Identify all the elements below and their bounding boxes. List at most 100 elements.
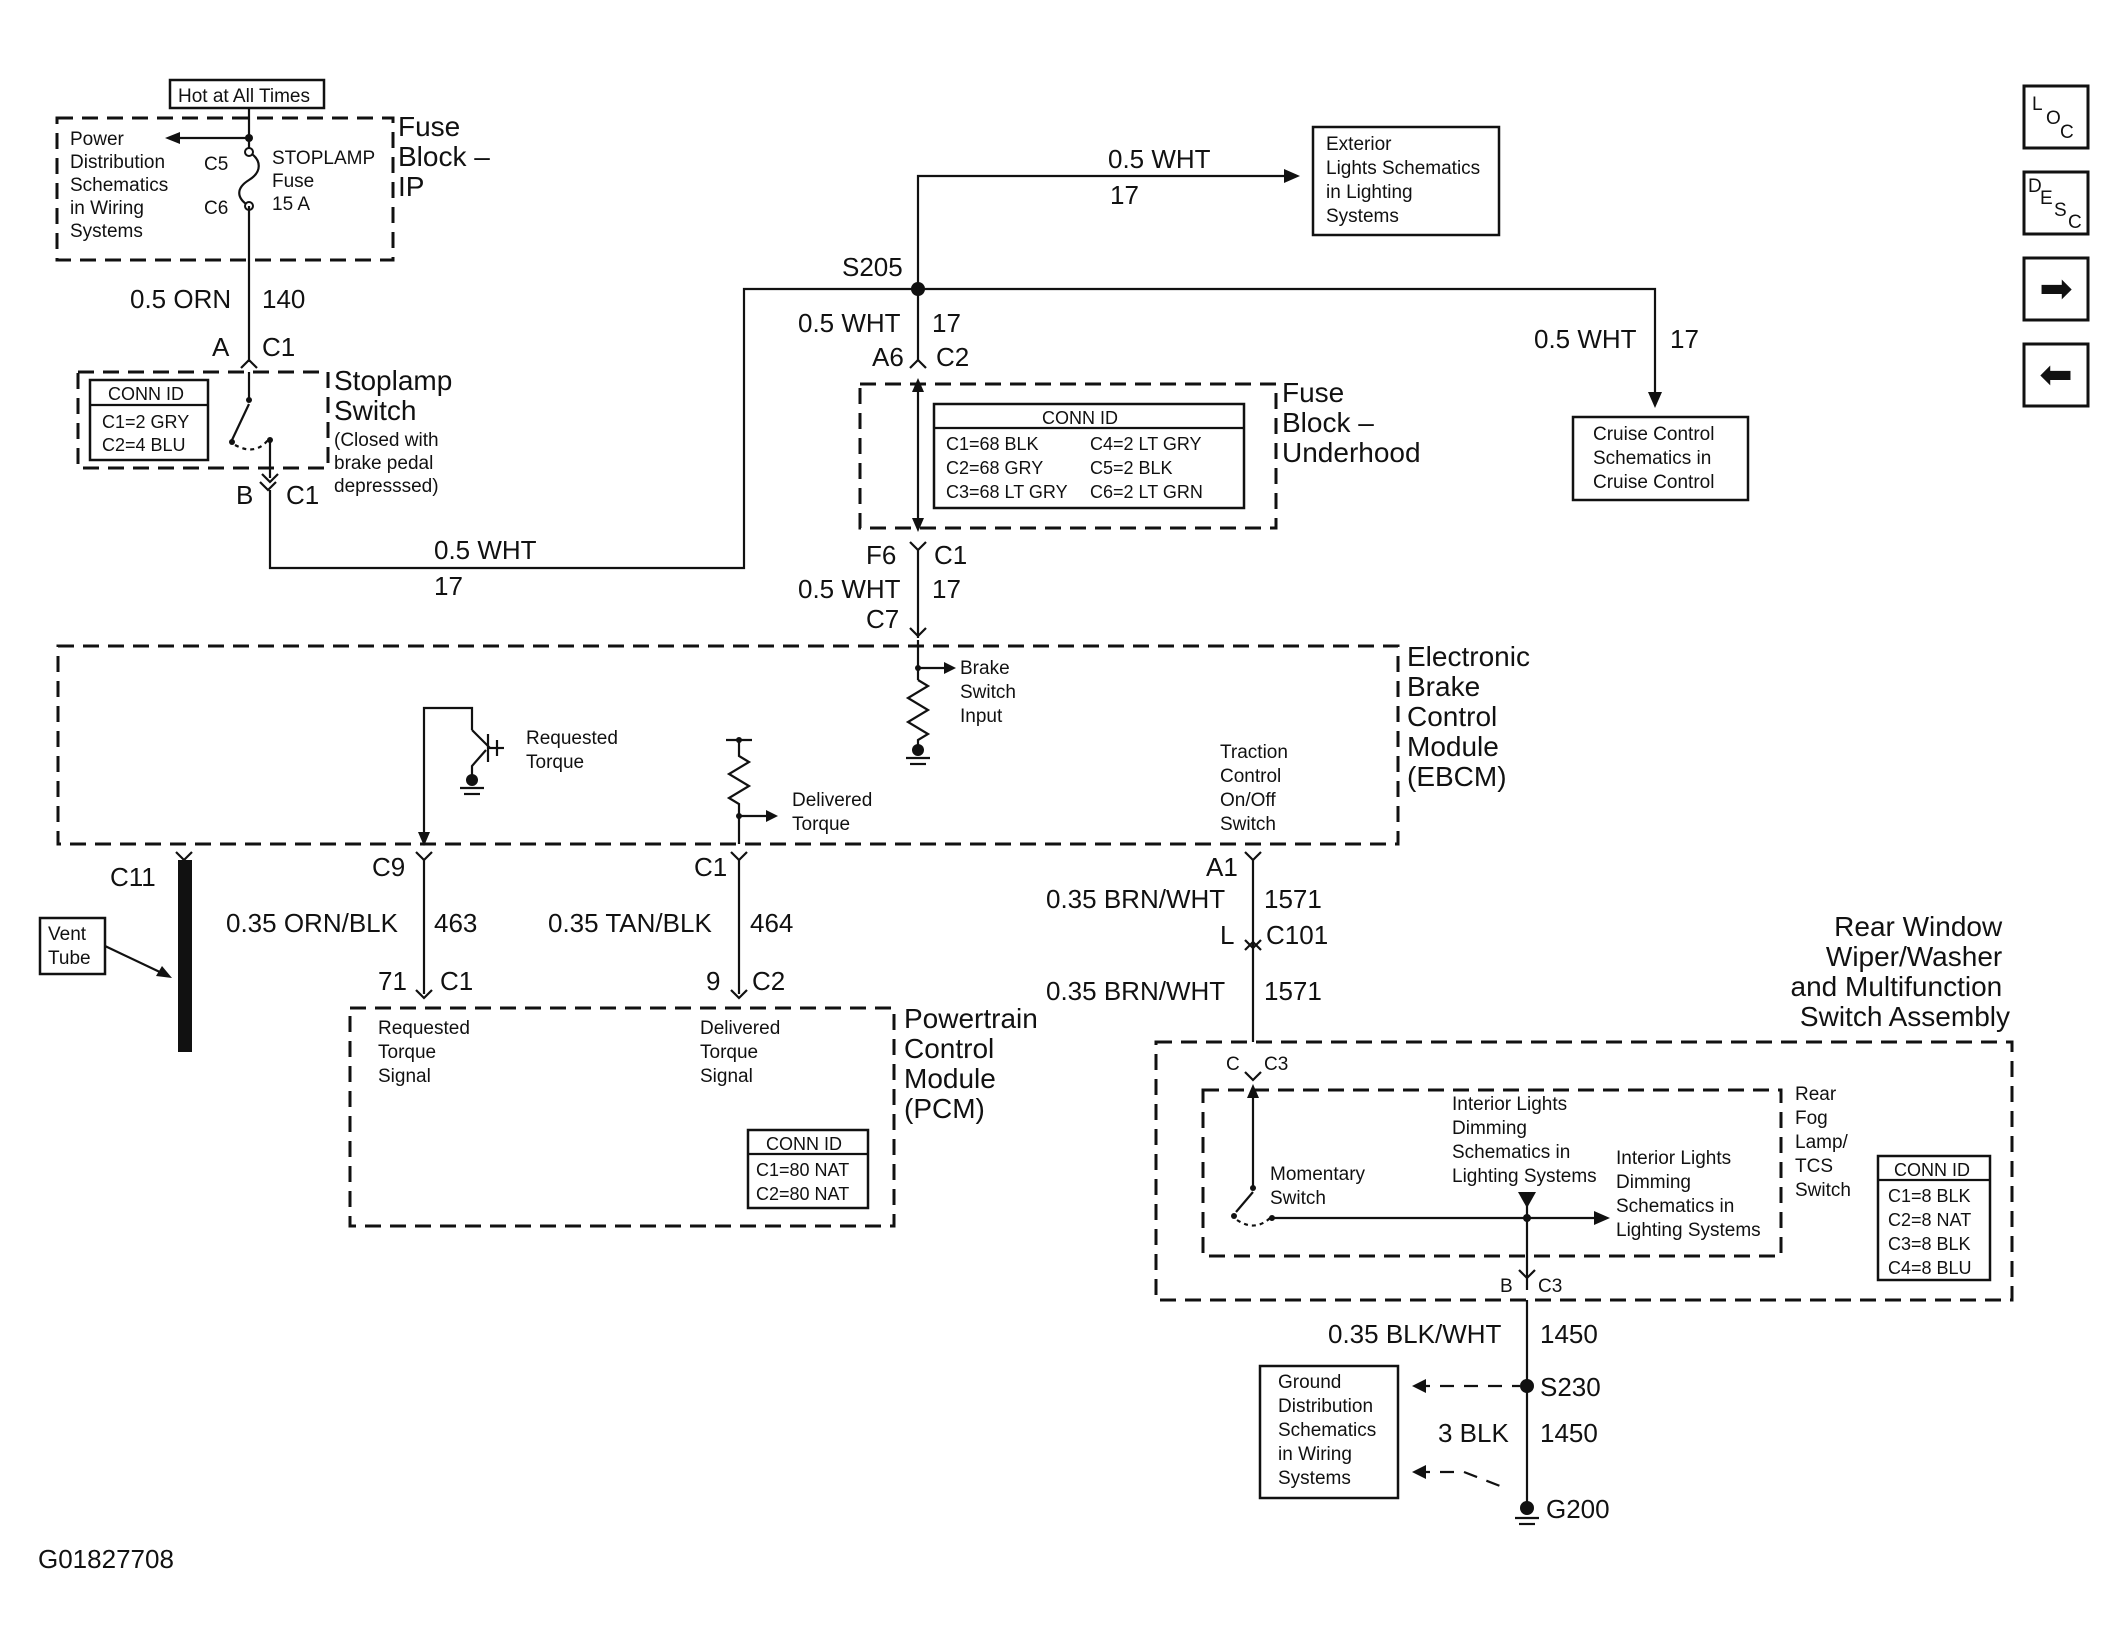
pcm-conn-id-row: C2=80 NAT xyxy=(756,1184,849,1204)
pcm-title: Powertrain Control Module (PCM) xyxy=(904,1003,1046,1124)
momentary-switch-label: Momentary Switch xyxy=(1270,1164,1370,1209)
ebcm-pin-c9: C9 xyxy=(372,852,405,882)
wire-1571-gauge-upper: 0.35 BRN/WHT xyxy=(1046,884,1225,914)
rear-switch-conn-id-title: CONN ID xyxy=(1894,1160,1970,1180)
wire-1450-gauge-lower: 3 BLK xyxy=(1438,1418,1509,1448)
loc-button[interactable]: L O C xyxy=(2022,84,2090,150)
rear-switch-conn-c3-bottom: C3 xyxy=(1538,1276,1562,1297)
rear-switch-conn-id-row: C1=8 BLK xyxy=(1888,1186,1971,1206)
svg-text:Cruise Control Schematic: Cruise Control Schematics in Cruise Cont… xyxy=(1593,424,1720,493)
next-arrow-icon: ➡ xyxy=(2039,267,2073,311)
wire-17-gauge-upper: 0.5 WHT xyxy=(798,308,901,338)
wire-1450-circuit-lower: 1450 xyxy=(1540,1418,1598,1448)
svg-text:Ground Distribution: Ground Distribution Schematics in Wiring… xyxy=(1278,1372,1381,1489)
stoplamp-conn-id-title: CONN ID xyxy=(108,384,184,404)
hot-at-all-times-label: Hot at All Times xyxy=(178,86,310,107)
stoplamp-switch-note: (Closed with brake pedal depresssed) xyxy=(334,430,444,497)
loc-letter: O xyxy=(2046,108,2061,129)
fuse-block-underhood-title: Fuse Block – Underhood xyxy=(1282,377,1421,468)
dimming-ref-top: Interior Lights Dimming Schematics in Li… xyxy=(1452,1094,1597,1187)
ground-g200-label: G200 xyxy=(1546,1494,1610,1524)
stoplamp-switch-title: Stoplamp Switch xyxy=(334,365,460,426)
underhood-pin-f6: F6 xyxy=(866,540,896,570)
prev-arrow-icon: ⬅ xyxy=(2039,353,2073,397)
underhood-conn-id-box xyxy=(932,402,1246,510)
underhood-conn-id-row: C3=68 LT GRY xyxy=(946,482,1068,502)
wire-17-gauge-middle: 0.5 WHT xyxy=(798,574,901,604)
rear-switch-outline xyxy=(1154,1040,2014,1302)
wire-1571-gauge-lower: 0.35 BRN/WHT xyxy=(1046,976,1225,1006)
prev-button[interactable]: ⬅ xyxy=(2022,342,2090,408)
svg-text:Vent Tube: Vent Tube xyxy=(48,924,91,969)
underhood-conn-id-row: C5=2 BLK xyxy=(1090,458,1173,478)
fuse-block-ip: Hot at All Times Power Distribution Sche… xyxy=(55,78,498,262)
ebcm-pin-c1: C1 xyxy=(694,852,727,882)
rear-switch-assembly: Rear Window Wiper/Washer and Multifuncti… xyxy=(1154,911,2014,1302)
vent-tube-ref: Vent Tube xyxy=(38,916,172,978)
rear-switch-pin-b: B xyxy=(1500,1276,1513,1297)
wire-1571-circuit-upper: 1571 xyxy=(1264,884,1322,914)
fuse-block-underhood-outline xyxy=(858,382,1278,530)
wire-140-circuit: 140 xyxy=(262,284,305,314)
ebcm-pin-c11: C11 xyxy=(110,862,156,892)
wire-463-circuit: 463 xyxy=(434,908,477,938)
desc-letter: C xyxy=(2068,212,2082,233)
underhood-pin-a6: A6 xyxy=(872,342,904,372)
loc-letter: L xyxy=(2032,94,2043,115)
wire-17-gauge-cruise: 0.5 WHT xyxy=(1534,324,1637,354)
desc-letter: S xyxy=(2054,200,2067,221)
vent-tube-bar xyxy=(178,860,192,1052)
wire-17-circuit-middle: 17 xyxy=(932,574,961,604)
desc-letter: D xyxy=(2028,176,2042,197)
ebcm-module: Electronic Brake Control Module (EBCM) B… xyxy=(56,640,1538,846)
wire-17-circuit-lower: 17 xyxy=(434,571,463,601)
wire-1450-gauge-upper: 0.35 BLK/WHT xyxy=(1328,1319,1502,1349)
underhood-conn-id-row: C4=2 LT GRY xyxy=(1090,434,1202,454)
wire-17-circuit-exterior: 17 xyxy=(1110,180,1139,210)
next-button[interactable]: ➡ xyxy=(2022,256,2090,322)
wire-17-gauge-lower: 0.5 WHT xyxy=(434,535,537,565)
rear-switch-title: Rear Window Wiper/Washer and Multifuncti… xyxy=(1791,911,2010,1032)
stoplamp-pin-b: B xyxy=(236,480,253,510)
pcm-module: Requested Torque Signal Delivered Torque… xyxy=(348,1003,1046,1228)
splice-s205: S205 0.5 WHT 17 0.5 WHT 17 xyxy=(842,144,1699,408)
pcm-pin-71: 71 xyxy=(378,966,407,996)
cruise-control-ref: Cruise Control Schematics in Cruise Cont… xyxy=(1571,415,1750,502)
splice-s230-label: S230 xyxy=(1540,1372,1601,1402)
wire-17-circuit-upper: 17 xyxy=(932,308,961,338)
desc-button[interactable]: D E S C xyxy=(2022,170,2090,236)
rear-switch-conn-id-row: C3=8 BLK xyxy=(1888,1234,1971,1254)
stoplamp-conn-c1-bottom: C1 xyxy=(286,480,319,510)
wire-464-gauge: 0.35 TAN/BLK xyxy=(548,908,712,938)
stoplamp-pin-a: A xyxy=(212,332,230,362)
underhood-conn-id-title: CONN ID xyxy=(1042,408,1118,428)
wire-463-gauge: 0.35 ORN/BLK xyxy=(226,908,399,938)
wire-464-circuit: 464 xyxy=(750,908,793,938)
stoplamp-conn-id-row: C1=2 GRY xyxy=(102,412,189,432)
rear-switch-conn-id-box xyxy=(1876,1154,1992,1282)
requested-torque-label: Requested Torque xyxy=(526,728,623,773)
underhood-conn-id-row: C2=68 GRY xyxy=(946,458,1043,478)
fuse-c6-label: C6 xyxy=(204,198,228,219)
fuse-block-ip-title: Fuse Block – IP xyxy=(398,111,498,202)
pcm-pin-9: 9 xyxy=(706,966,720,996)
splice-s205-label: S205 xyxy=(842,252,903,282)
rear-switch-conn-id-row: C4=8 BLU xyxy=(1888,1258,1972,1278)
desc-letter: E xyxy=(2040,188,2053,209)
ebcm-pin-a1: A1 xyxy=(1206,852,1238,882)
delivered-torque-signal-label: Delivered Torque Signal xyxy=(700,1018,786,1087)
ground-distribution-ref: Ground Distribution Schematics in Wiring… xyxy=(1258,1364,1400,1500)
delivered-torque-label: Delivered Torque xyxy=(792,790,878,835)
wire-1571-circuit-lower: 1571 xyxy=(1264,976,1322,1006)
underhood-conn-id-row: C6=2 LT GRN xyxy=(1090,482,1203,502)
requested-torque-signal-label: Requested Torque Signal xyxy=(378,1018,475,1087)
ebcm-title: Electronic Brake Control Module (EBCM) xyxy=(1407,641,1538,792)
hot-at-all-times-box xyxy=(168,78,326,110)
pcm-conn-c1: C1 xyxy=(440,966,473,996)
loc-letter: C xyxy=(2060,122,2074,143)
pcm-outline xyxy=(348,1006,896,1228)
rear-switch-conn-c3-top: C3 xyxy=(1264,1054,1288,1075)
traction-control-switch-label: Traction Control On/Off Switch xyxy=(1220,742,1293,835)
pcm-conn-id-row: C1=80 NAT xyxy=(756,1160,849,1180)
